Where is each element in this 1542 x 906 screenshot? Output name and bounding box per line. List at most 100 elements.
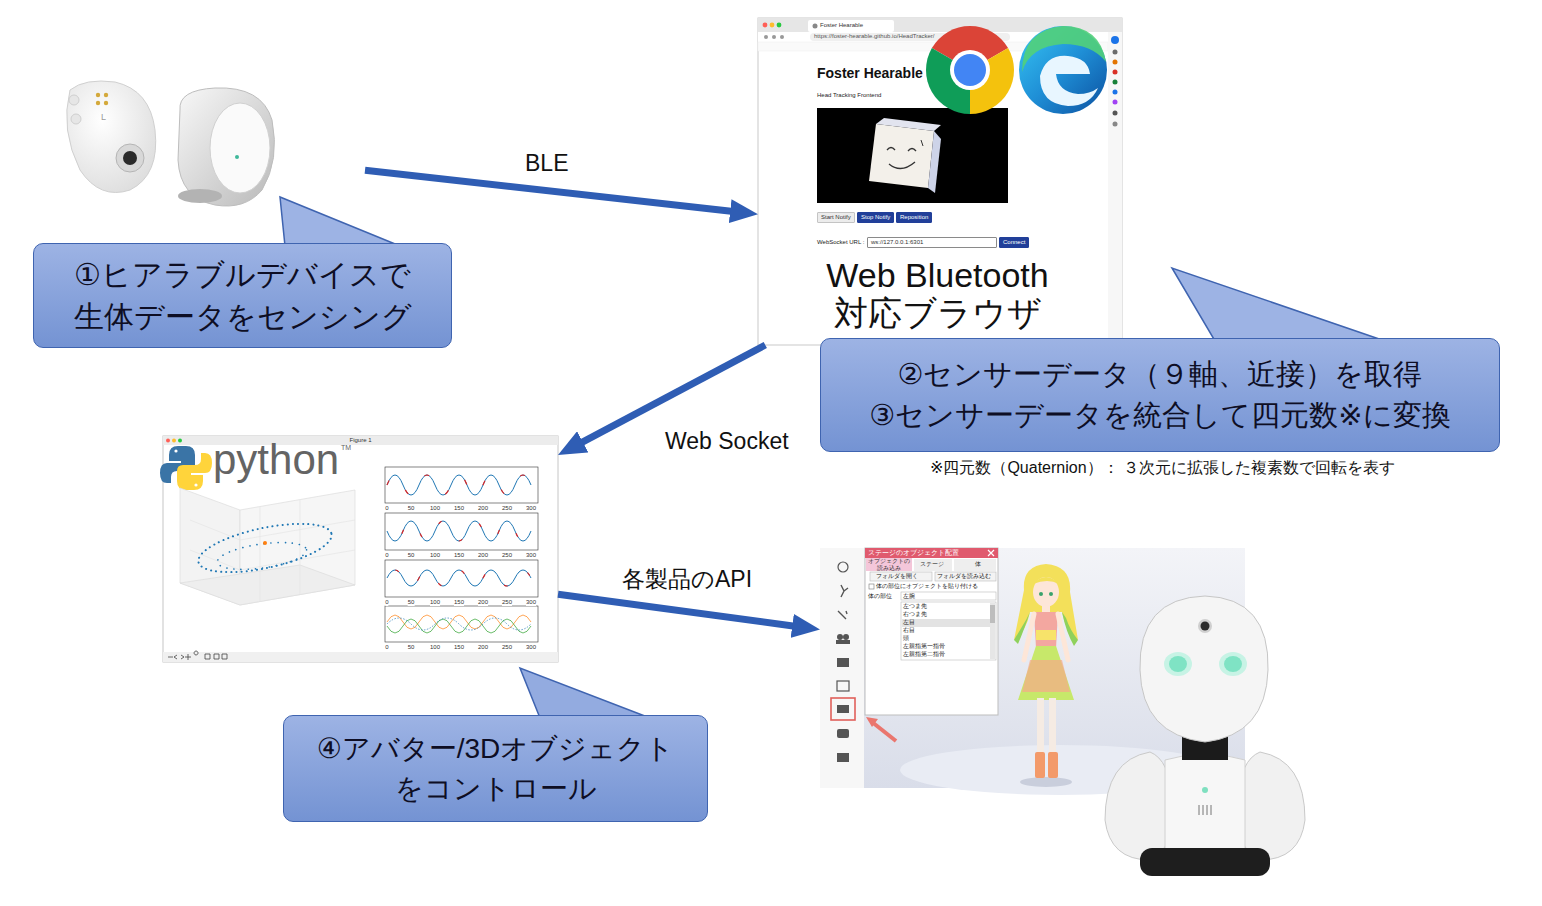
avatar-app-screen <box>838 611 847 619</box>
browser-window <box>921 140 923 146</box>
avatar-app-screen <box>990 605 995 623</box>
python-plot-window <box>177 453 212 490</box>
axis-tick-label: 100 <box>430 552 440 559</box>
browser-text: Foster Hearable <box>820 22 863 29</box>
flow-arrow <box>558 594 802 627</box>
earbuds-illustration <box>69 95 79 105</box>
robot-illustration <box>1238 752 1305 860</box>
avatar-app-screen <box>901 592 996 600</box>
avatar-app-screen <box>841 585 848 597</box>
earbuds-illustration <box>96 101 100 105</box>
browser-window <box>887 148 916 169</box>
panel-text: 頭 <box>903 635 909 642</box>
axis-tick-label: 250 <box>502 552 512 559</box>
axis-tick-label: 200 <box>478 599 488 606</box>
panel-text: 体の部位にオブジェクトを貼り付ける <box>876 583 978 590</box>
python-plot-window <box>178 439 182 443</box>
python-plot-window <box>387 615 531 629</box>
avatar-figure <box>1042 606 1050 612</box>
avatar-app-screen <box>837 705 849 713</box>
axis-tick-label: 250 <box>502 644 512 651</box>
browser-window <box>772 35 776 39</box>
chrome-logo <box>926 26 1014 114</box>
panel-text: 右目 <box>903 627 915 634</box>
robot-illustration <box>1105 596 1305 876</box>
edge-label: 各製品のAPI <box>620 566 754 592</box>
axis-tick-label: 0 <box>385 552 388 559</box>
earbuds-illustration <box>116 144 144 172</box>
avatar-app-screen <box>902 619 990 627</box>
button-text: Start Notify <box>821 214 851 221</box>
robot-illustration <box>1201 622 1210 631</box>
avatar-app-screen <box>837 634 843 640</box>
panel-text: 右つま先 <box>903 611 927 618</box>
python-plot-window <box>168 651 227 660</box>
panel-text: オブジェクトの 読み込み <box>867 558 911 571</box>
axis-tick-label: 300 <box>526 599 536 606</box>
earbuds-illustration <box>104 101 108 105</box>
python-plot-window <box>163 436 558 662</box>
button-text: Stop Notify <box>861 214 890 221</box>
callout-text: ③センサーデータを統合して四元数※に変換 <box>869 395 1450 436</box>
edge-logo <box>1040 56 1098 106</box>
browser-window <box>763 23 768 28</box>
panel-text: 左親指第一指骨 <box>903 643 945 650</box>
browser-window <box>1113 122 1118 127</box>
callout-box: ②センサーデータ（９軸、近接）を取得③センサーデータを統合して四元数※に変換 <box>820 338 1500 452</box>
earbuds-illustration <box>210 103 270 193</box>
browser-window <box>758 18 1122 345</box>
callout-box: ①ヒアラブルデバイスで 生体データをセンシング <box>33 243 452 348</box>
axis-tick-label: 0 <box>385 644 388 651</box>
axis-tick-label: 100 <box>430 644 440 651</box>
earbuds-illustration <box>67 81 156 193</box>
panel-text: 体 <box>975 561 981 568</box>
edge-logo <box>1019 26 1107 114</box>
avatar-app-screen <box>866 717 878 727</box>
avatar-app-screen <box>838 562 848 572</box>
callout-box: ④アバター/3Dオブジェクト をコントロール <box>283 715 708 822</box>
avatar-figure <box>1018 646 1074 700</box>
callout-pointer <box>1172 268 1385 341</box>
panel-text: 左つま先 <box>903 603 927 610</box>
python-plot-window <box>190 500 355 602</box>
python-window: Figure 1pythonTM <box>163 436 558 662</box>
robot-illustration <box>1164 652 1192 676</box>
panel-text: 左腕 <box>903 593 915 600</box>
python-plot-window <box>387 475 531 495</box>
python-plot-window <box>194 514 335 581</box>
avatar-figure <box>1033 577 1059 607</box>
chrome-logo <box>954 54 986 86</box>
python-plot-window <box>387 570 531 586</box>
axis-tick-label: 150 <box>454 552 464 559</box>
chrome-logo <box>950 50 990 90</box>
avatar-app-screen <box>935 572 996 581</box>
earbuds-illustration <box>71 114 81 124</box>
avatar-app-screen <box>837 729 849 738</box>
robot-illustration <box>1198 619 1212 633</box>
button: Connect <box>999 237 1029 248</box>
panel-text: フォルダを読み込む <box>937 573 991 580</box>
axis-tick-label: 0 <box>385 505 388 512</box>
python-plot-window <box>385 467 538 503</box>
axis-tick-label: 200 <box>478 644 488 651</box>
axis-tick-label: 250 <box>502 599 512 606</box>
python-plot-window <box>263 541 267 545</box>
browser-window <box>1108 32 1122 345</box>
browser-window <box>1113 70 1118 75</box>
python-plot-window <box>387 521 531 541</box>
axis-tick-label: 50 <box>408 552 415 559</box>
python-plot-window <box>172 439 176 443</box>
browser-window: Foster Hearablehttps://foster-hearable.g… <box>758 18 1122 345</box>
text-input: ws://127.0.0.1:6301 <box>867 237 997 248</box>
callout-pointer <box>280 197 400 246</box>
avatar-app-screen <box>990 603 995 659</box>
browser-window <box>770 23 775 28</box>
avatar-figure <box>1039 592 1043 596</box>
python-plot-window <box>174 449 177 452</box>
avatar-app-window: ステージのオブジェクト配置オブジェクトの 読み込みステージ体フォルダを開くフォル… <box>820 548 1245 788</box>
avatar-figure <box>1033 577 1059 584</box>
avatar-app-screen <box>872 722 896 741</box>
callout-text: ④アバター/3Dオブジェクト をコントロール <box>303 729 688 807</box>
robot-illustration <box>1140 596 1268 742</box>
